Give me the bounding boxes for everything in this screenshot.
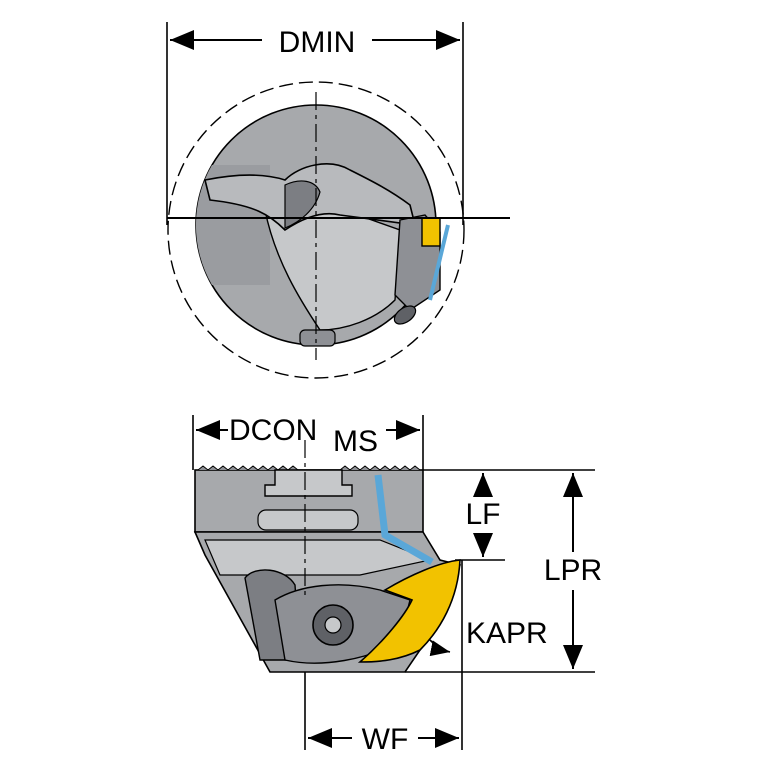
kapr-label: KAPR — [466, 617, 548, 650]
bottom-slot — [299, 329, 336, 347]
side-view: DCON MS LF LPR — [192, 414, 602, 756]
coolant-channel-end — [428, 224, 450, 301]
screw-hole — [393, 305, 417, 325]
coolant-channel — [374, 474, 434, 566]
dcon-label: DCON — [229, 414, 317, 447]
lpr-label: LPR — [544, 554, 602, 587]
screw-head-icon — [324, 616, 342, 634]
ms-label: MS — [333, 425, 378, 458]
serration-left — [197, 465, 299, 471]
shank-groove — [257, 509, 359, 531]
cutting-insert — [357, 559, 461, 663]
insert-end — [421, 217, 441, 247]
end-view: DMIN — [166, 22, 510, 379]
min-diameter-circle — [167, 81, 465, 379]
clamp-recess — [284, 180, 321, 229]
wf-label: WF — [362, 723, 409, 756]
lf-label: LF — [465, 498, 500, 531]
dmin-label: DMIN — [279, 26, 356, 59]
coupling-notch — [264, 469, 353, 497]
kapr-arc — [429, 639, 451, 657]
head-top-face — [204, 539, 433, 576]
serration-right — [339, 465, 421, 471]
